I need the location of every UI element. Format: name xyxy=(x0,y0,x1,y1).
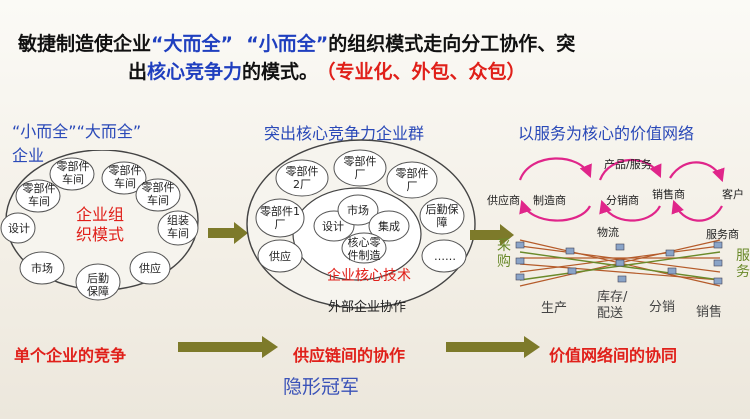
node-label: 零部件1厂 xyxy=(260,205,300,231)
node-circle xyxy=(368,210,410,242)
core-tech-label: 企业核心技术 xyxy=(327,268,411,284)
left-center-label: 企业组织模式 xyxy=(76,205,125,244)
logistics-label: 物流 xyxy=(597,226,619,239)
node-circle xyxy=(333,149,387,187)
node-label: 零部件厂 xyxy=(343,155,377,181)
node-label: 零部件车间 xyxy=(108,164,142,190)
node-label: 零部件厂 xyxy=(395,167,429,193)
node-circle xyxy=(419,197,465,235)
flow-loop xyxy=(519,199,591,222)
left-panel-title-2: 企业 xyxy=(12,146,45,165)
product-service-label: 产品/服务 xyxy=(604,158,652,171)
supplier-label: 供应商 xyxy=(487,194,520,207)
customer-label: 客户 xyxy=(722,188,744,201)
node-label: …… xyxy=(434,250,456,263)
flow-loop xyxy=(598,158,662,181)
sales-label: 销售 xyxy=(696,305,723,320)
node-circle xyxy=(135,178,181,212)
node-circle xyxy=(337,194,379,226)
distributor-label: 分销商 xyxy=(606,194,639,207)
node-label: 后勤保障 xyxy=(87,272,109,298)
node-circle xyxy=(15,179,61,213)
slide-title-line2: 出核心竞争力的模式。（专业化、外包、众包） xyxy=(128,61,526,83)
left-diagram xyxy=(0,150,199,301)
arrow-right-icon xyxy=(208,222,248,244)
stage-supply-chain: 供应链间的协作 xyxy=(293,346,406,365)
manufacturer-label: 制造商 xyxy=(533,194,566,207)
flow-loop xyxy=(669,161,725,183)
service-provider-label: 服务商 xyxy=(706,228,739,241)
node-circle xyxy=(101,161,147,195)
flow-loop xyxy=(671,199,723,222)
middle-diagram xyxy=(246,139,476,309)
node-label: 零部件车间 xyxy=(22,182,56,208)
node-circle xyxy=(75,263,121,301)
inventory-label: 库存/配送 xyxy=(597,290,628,321)
node-circle xyxy=(341,232,387,264)
node-circle xyxy=(421,239,467,273)
node-label: 核心零件制造 xyxy=(347,236,381,262)
node-circle xyxy=(257,239,303,273)
node-circle xyxy=(19,251,65,285)
slide-title: 敏捷制造使企业“大而全” “小而全”的组织模式走向分工协作、突 xyxy=(18,33,576,55)
arrow-right-icon xyxy=(446,336,540,358)
left-panel-title: “小而全”“大而全” xyxy=(12,122,142,141)
node-label: 设计 xyxy=(322,220,344,233)
procurement-label: 采购 xyxy=(497,238,511,270)
right-diagram xyxy=(515,157,725,287)
stage-value-network: 价值网络间的协同 xyxy=(549,346,678,365)
service-side-label: 服务 xyxy=(736,248,750,280)
node-label: 供应 xyxy=(269,250,291,263)
distribution-label: 分销 xyxy=(649,300,676,315)
production-label: 生产 xyxy=(541,301,568,316)
flow-loop xyxy=(518,157,592,181)
node-circle xyxy=(129,251,171,285)
flow-loop xyxy=(599,199,661,222)
node-circle xyxy=(386,161,438,199)
retailer-label: 销售商 xyxy=(652,188,685,201)
node-label: 市场 xyxy=(31,262,53,275)
arrow-right-icon xyxy=(470,224,514,246)
node-circle xyxy=(157,210,199,246)
middle-panel-title: 突出核心竞争力企业群 xyxy=(264,124,425,143)
node-circle xyxy=(255,198,305,238)
node-label: 零部件车间 xyxy=(141,181,175,207)
arrow-right-icon xyxy=(178,336,278,358)
stage-single-enterprise: 单个企业的竞争 xyxy=(14,346,127,365)
node-label: 集成 xyxy=(378,220,400,233)
node-label: 组装车间 xyxy=(167,214,189,240)
outer-collab-label: 外部企业协作 xyxy=(327,300,406,315)
node-circle xyxy=(275,159,329,197)
node-label: 供应 xyxy=(139,262,161,275)
node-label: 零部件车间 xyxy=(56,160,90,186)
right-panel-title: 以服务为核心的价值网络 xyxy=(518,124,695,143)
node-label: 后勤保障 xyxy=(425,203,459,229)
node-circle xyxy=(49,157,95,191)
node-label: 设计 xyxy=(8,222,30,235)
hidden-champion-label: 隐形冠军 xyxy=(283,376,360,398)
node-label: 市场 xyxy=(347,204,369,217)
node-circle xyxy=(0,212,36,244)
node-label: 零部件2厂 xyxy=(285,165,319,191)
